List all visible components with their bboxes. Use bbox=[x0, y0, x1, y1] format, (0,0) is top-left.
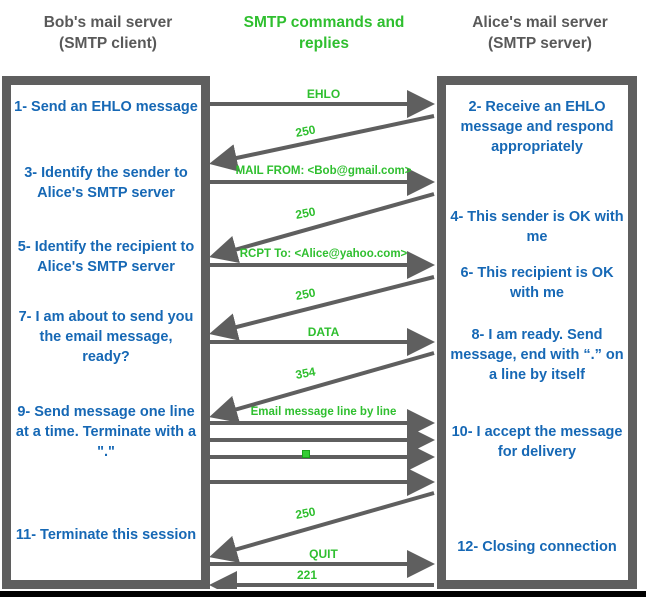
heading-middle: SMTP commands and replies bbox=[216, 12, 432, 54]
server-step-6: 6- This recipient is OK with me bbox=[460, 265, 614, 301]
heading-server-line1: Alice's mail server bbox=[472, 14, 608, 31]
heading-server-line2: (SMTP server) bbox=[488, 35, 592, 52]
client-step-7: 7- I am about to send you the email mess… bbox=[18, 309, 194, 365]
client-step-3: 3- Identify the sender to Alice's SMTP s… bbox=[24, 165, 188, 201]
message-label-quit: QUIT bbox=[309, 547, 338, 561]
heading-client-line2: (SMTP client) bbox=[59, 35, 157, 52]
heading-server: Alice's mail server (SMTP server) bbox=[440, 12, 640, 54]
reply-code-221: 221 bbox=[297, 568, 318, 582]
server-step-12: 12- Closing connection bbox=[457, 539, 617, 555]
message-label-rcpt-to: RCPT To: <Alice@yahoo.com> bbox=[239, 248, 408, 260]
server-panel: 2- Receive an EHLO message and respond a… bbox=[437, 76, 637, 589]
heading-client-line1: Bob's mail server bbox=[43, 14, 173, 31]
message-label-email-body: Email message line by line bbox=[250, 406, 397, 418]
server-step-8: 8- I am ready. Send message, end with “.… bbox=[450, 327, 624, 383]
client-step-11: 11- Terminate this session bbox=[15, 527, 197, 543]
client-step-1: 1- Send an EHLO message bbox=[14, 99, 198, 115]
server-step-2: 2- Receive an EHLO message and respond a… bbox=[460, 99, 614, 155]
heading-middle-line1: SMTP commands and bbox=[243, 14, 405, 31]
message-label-mail-from: MAIL FROM: <Bob@gmail.com> bbox=[235, 165, 412, 177]
bottom-strip bbox=[0, 591, 646, 597]
client-step-9: 9- Send message one line at a time. Term… bbox=[15, 404, 197, 460]
heading-client: Bob's mail server (SMTP client) bbox=[8, 12, 208, 54]
server-step-4: 4- This sender is OK with me bbox=[450, 209, 624, 245]
dot-terminator-marker bbox=[302, 450, 310, 458]
arrow-layer bbox=[209, 90, 435, 589]
server-step-10: 10- I accept the message for delivery bbox=[451, 424, 623, 460]
client-step-5: 5- Identify the recipient to Alice's SMT… bbox=[17, 239, 195, 275]
heading-middle-line2: replies bbox=[299, 35, 349, 52]
message-label-data: DATA bbox=[307, 325, 340, 339]
message-lane: EHLO MAIL FROM: <Bob@gmail.com> RCPT To:… bbox=[209, 76, 438, 589]
client-panel: 1- Send an EHLO message 3- Identify the … bbox=[2, 76, 210, 589]
message-label-ehlo: EHLO bbox=[306, 87, 341, 101]
